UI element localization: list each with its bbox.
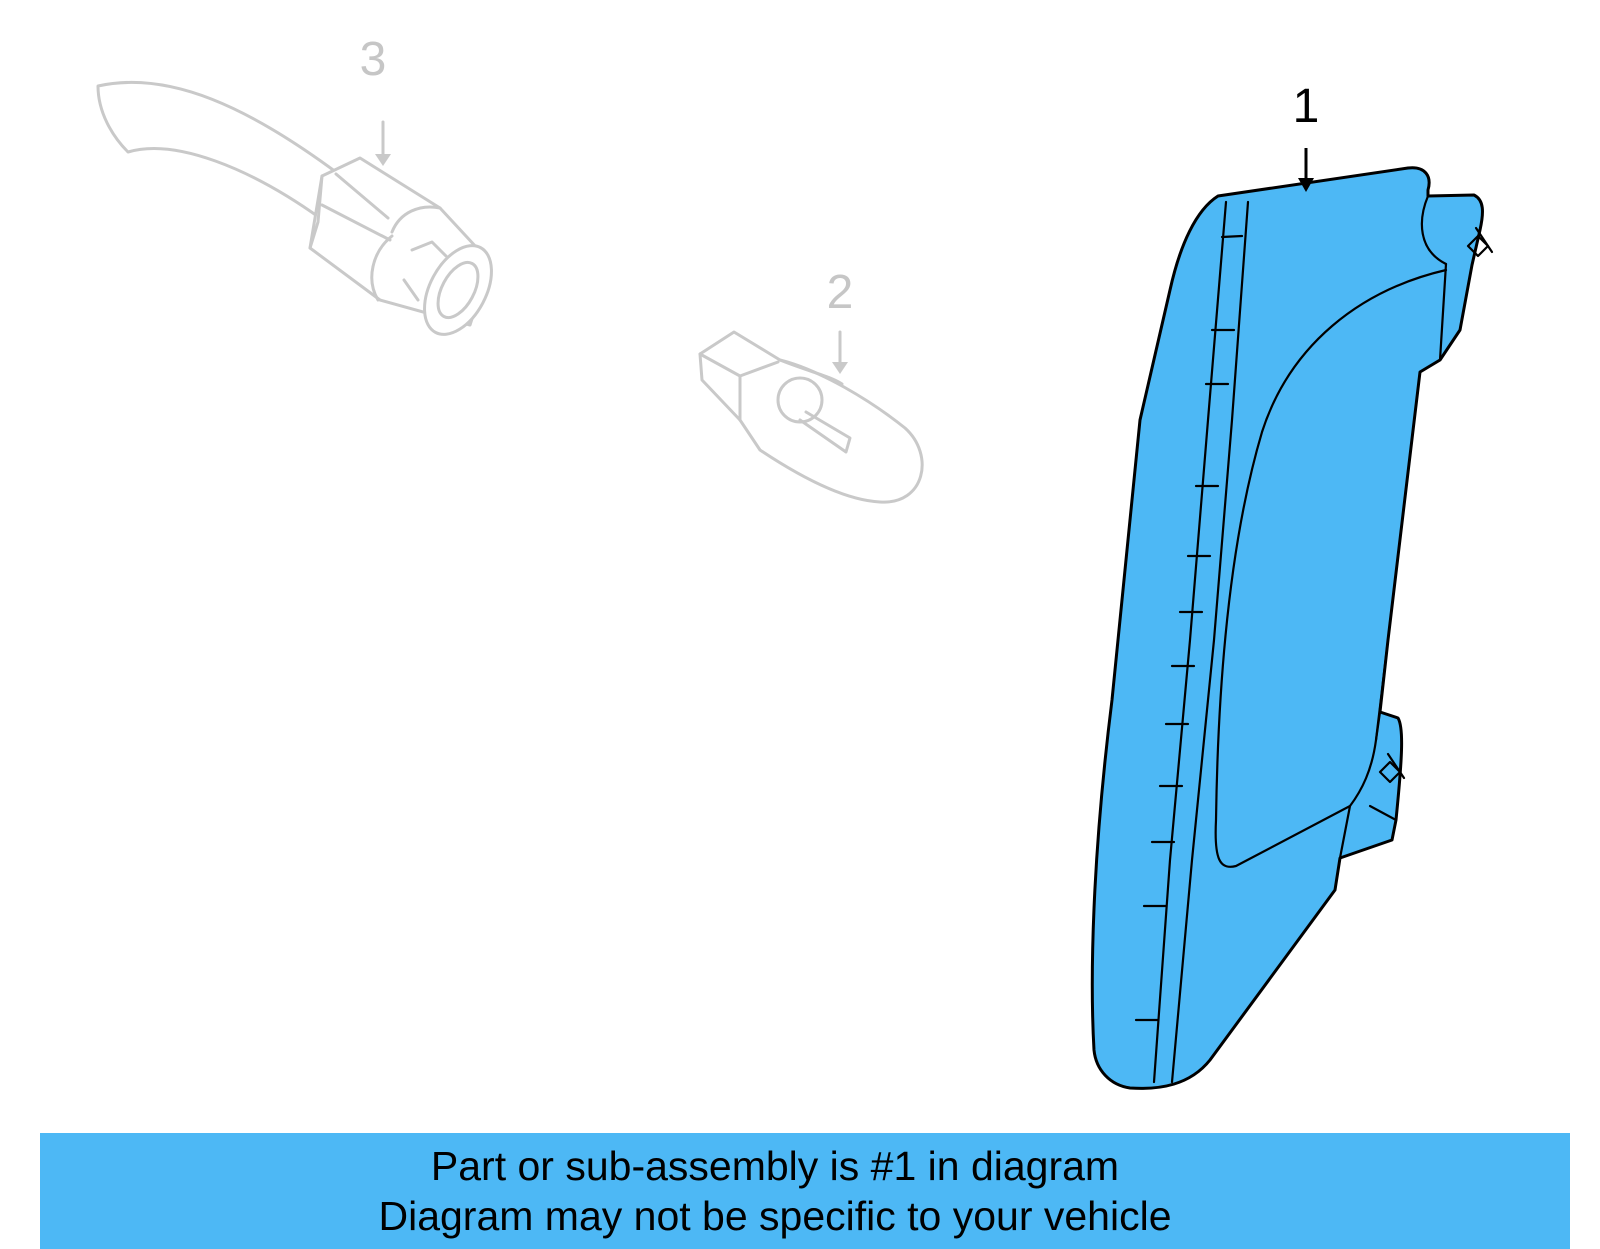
- callout-2: 2: [827, 266, 854, 319]
- banner-line-2: Diagram may not be specific to your vehi…: [378, 1193, 1172, 1239]
- side-marker-lamp-icon: [1090, 166, 1494, 1090]
- info-banner-background: [40, 1133, 1570, 1249]
- banner-line-1: Part or sub-assembly is #1 in diagram: [430, 1143, 1120, 1189]
- callout-3: 3: [360, 33, 387, 86]
- wedge-bulb-icon: [698, 330, 924, 504]
- info-banner: Part or sub-assembly is #1 in diagram Di…: [40, 1133, 1570, 1249]
- callout-1-arrow-icon: [1298, 148, 1314, 192]
- callout-3-arrow-icon: [375, 120, 391, 166]
- callout-1: 1: [1293, 80, 1320, 133]
- callout-2-arrow-icon: [832, 330, 848, 374]
- socket-wire-icon: [96, 80, 493, 336]
